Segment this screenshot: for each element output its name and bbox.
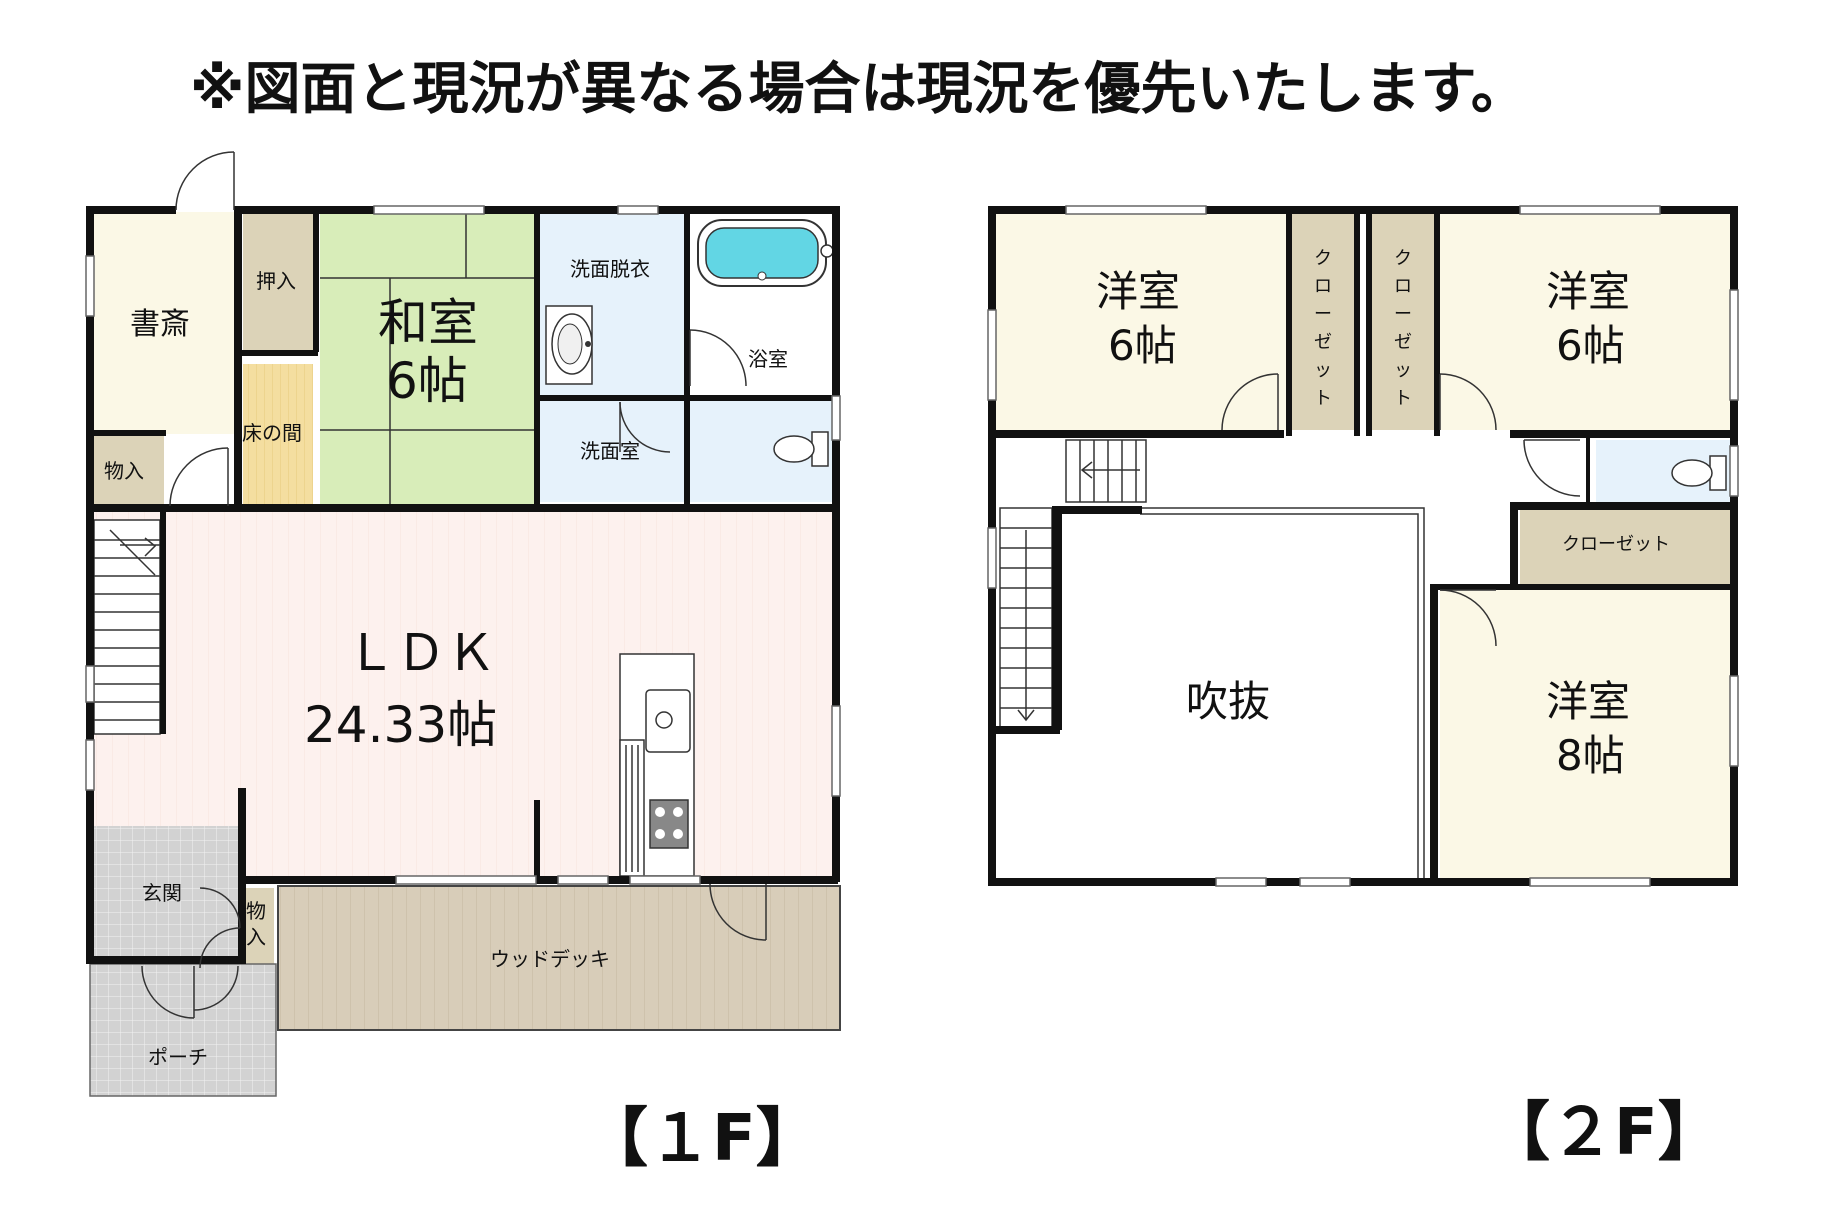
label-bath: 浴室 — [748, 347, 788, 371]
label-hall-storage: 物入 — [104, 459, 144, 483]
void-railing — [1140, 507, 1425, 878]
closet-a-char: ー — [1314, 304, 1332, 325]
windows-1f — [85, 205, 841, 885]
wood-deck — [277, 885, 841, 1031]
label-void: 吹抜 — [1186, 677, 1270, 726]
label-ldk-size: 24.33帖 — [304, 696, 497, 754]
study-room — [92, 212, 236, 434]
closet-c — [1520, 510, 1730, 586]
closet-a-char: ロ — [1314, 276, 1332, 297]
label-closet-c: クローゼット — [1562, 534, 1670, 555]
western-room-b — [1440, 212, 1730, 430]
closet-a-char: ゼ — [1314, 332, 1332, 353]
wash-basin-icon — [545, 305, 593, 385]
walls-1f — [86, 206, 840, 964]
floor-label-2f: 【２F】 — [1486, 1096, 1722, 1170]
floor-label-1f: 【１F】 — [584, 1102, 820, 1176]
notice-text: ※図面と現況が異なる場合は現況を優先いたします。 — [190, 57, 1527, 122]
entrance-genkan — [92, 826, 240, 964]
closet-b-char: ト — [1394, 388, 1412, 409]
closet-a-char: ト — [1314, 388, 1332, 409]
stove-icon — [649, 799, 689, 849]
closet-a-label: ク ロ ー ゼ ッ ト — [1314, 248, 1332, 409]
closet-b-char: ク — [1394, 248, 1412, 269]
label-western-c-name: 洋室 — [1546, 677, 1630, 726]
label-ldk-name: ＬＤＫ — [346, 624, 496, 682]
label-western-c-size: 8帖 — [1556, 731, 1625, 780]
closet-b-char: ロ — [1394, 276, 1412, 297]
label-dressing: 洗面脱衣 — [570, 257, 650, 281]
label-western-a-size: 6帖 — [1108, 321, 1177, 370]
closet-b-char: ー — [1394, 304, 1412, 325]
porch — [89, 963, 277, 1097]
label-wood-deck: ウッドデッキ — [490, 947, 610, 971]
washitsu-room — [320, 212, 534, 504]
second-floor: 洋室 6帖 洋室 6帖 ク ロ ー ゼ ッ ト ク ロ ー ゼ ッ ト クローゼ… — [987, 205, 1739, 1170]
first-floor: 書斎 押入 和室 6帖 床の間 物入 洗面脱衣 浴室 洗面室 ＬＤＫ 24.33… — [85, 151, 841, 1176]
closet-b-char: ッ — [1394, 360, 1412, 381]
stairs-1f — [93, 519, 161, 735]
hall-floor — [164, 434, 236, 506]
label-entrance: 玄関 — [142, 881, 182, 905]
label-western-b-size: 6帖 — [1556, 321, 1625, 370]
label-washitsu-name: 和室 — [378, 294, 478, 352]
label-washroom: 洗面室 — [580, 439, 640, 463]
label-entrance-storage-2: 入 — [246, 925, 266, 949]
bathtub-icon — [697, 219, 834, 287]
closet-a — [1292, 214, 1354, 430]
toilet-icon — [773, 431, 829, 467]
label-study: 書斎 — [130, 307, 190, 342]
doors-2f — [1221, 373, 1581, 647]
closet-b-char: ゼ — [1394, 332, 1412, 353]
label-western-b-name: 洋室 — [1546, 267, 1630, 316]
windows-2f — [987, 205, 1739, 887]
tokonoma-alcove — [243, 364, 313, 504]
stairs-2f — [999, 439, 1147, 731]
kitchen-counter — [619, 653, 695, 877]
closet-b — [1372, 214, 1434, 430]
doors-1f — [141, 151, 767, 1019]
label-oshiire: 押入 — [256, 269, 296, 293]
western-room-a — [996, 212, 1286, 430]
closet-a-char: ク — [1314, 248, 1332, 269]
oshiire-closet — [243, 214, 313, 350]
toilet-2f-icon — [1671, 455, 1727, 491]
closet-b-label: ク ロ ー ゼ ッ ト — [1394, 248, 1412, 409]
tatami-lines — [320, 212, 534, 504]
western-room-c — [1440, 590, 1730, 880]
ldk-room — [92, 512, 836, 882]
label-porch: ポーチ — [148, 1045, 208, 1069]
label-tokonoma: 床の間 — [242, 421, 302, 445]
label-western-a-name: 洋室 — [1096, 267, 1180, 316]
hall-storage — [92, 434, 164, 506]
closet-a-char: ッ — [1314, 360, 1332, 381]
label-entrance-storage-1: 物 — [246, 899, 266, 923]
label-washitsu-size: 6帖 — [386, 352, 468, 410]
